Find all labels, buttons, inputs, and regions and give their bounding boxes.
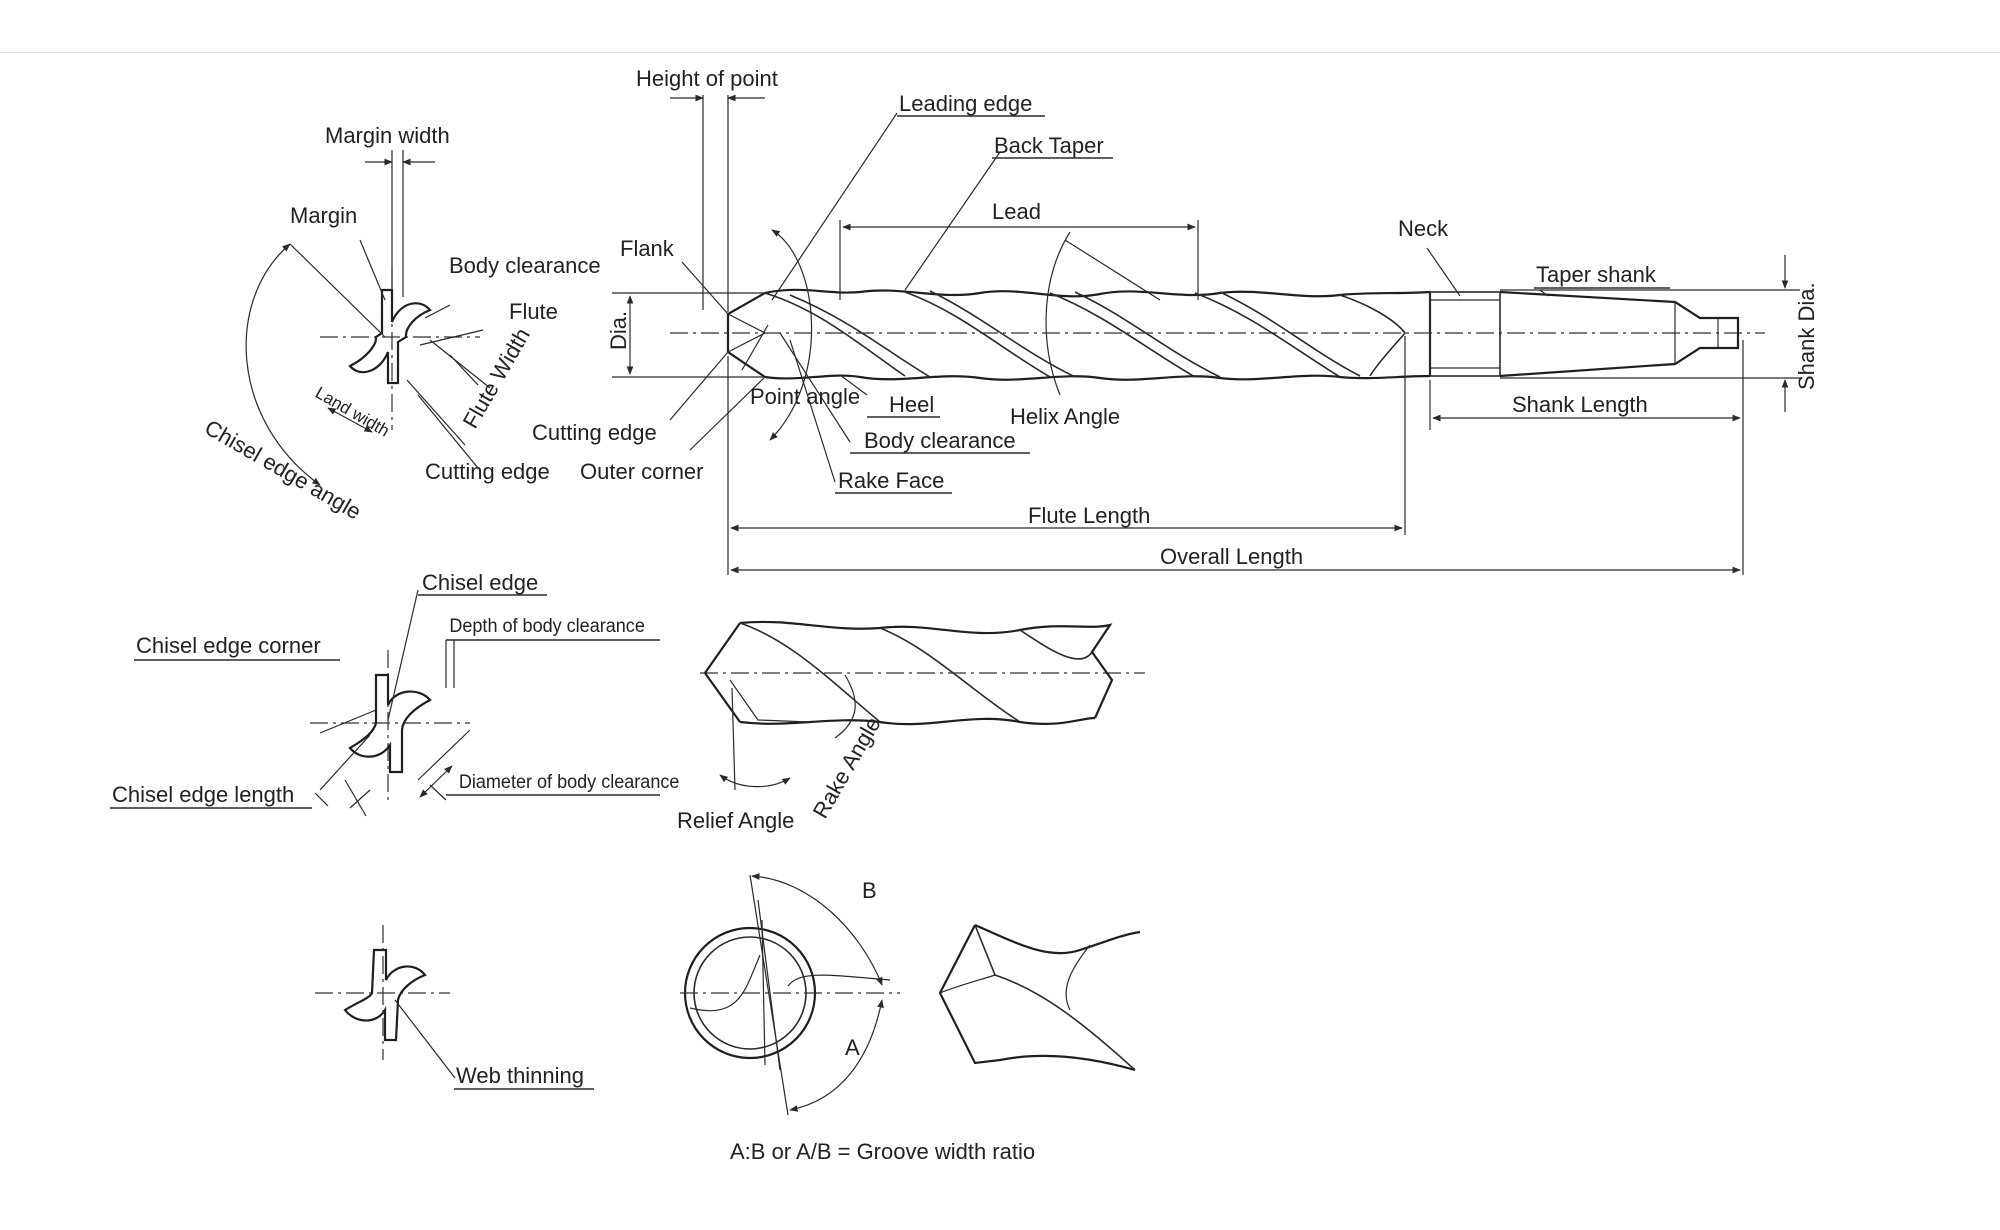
- label-a: A: [845, 1035, 860, 1060]
- main-drill-view: [670, 288, 1765, 381]
- drill-tip-side-view: [938, 923, 1141, 1072]
- label-chisel-edge-length: Chisel edge length: [112, 782, 294, 807]
- label-flank: Flank: [620, 236, 675, 261]
- label-neck: Neck: [1398, 216, 1449, 241]
- label-rake-face: Rake Face: [838, 468, 944, 493]
- label-web-thinning: Web thinning: [456, 1063, 584, 1088]
- label-flute-width: Flute Width: [458, 324, 535, 433]
- label-cutting-edge-main: Cutting edge: [532, 420, 657, 445]
- label-shank-dia: Shank Dia.: [1794, 282, 1819, 390]
- label-lead: Lead: [992, 199, 1041, 224]
- label-flute: Flute: [509, 299, 558, 324]
- label-outer-corner: Outer corner: [580, 459, 704, 484]
- label-relief-angle: Relief Angle: [677, 808, 794, 833]
- label-shank-length: Shank Length: [1512, 392, 1648, 417]
- web-thinning-view: [315, 925, 456, 1079]
- label-margin: Margin: [290, 203, 357, 228]
- label-body-clearance-main: Body clearance: [864, 428, 1016, 453]
- drill-tip-view: [700, 620, 1145, 791]
- label-land-width: Land width: [312, 383, 393, 441]
- label-groove-ratio: A:B or A/B = Groove width ratio: [730, 1139, 1035, 1164]
- end-view-top: [245, 150, 491, 486]
- main-drill-dimensions: [612, 94, 1800, 575]
- label-depth-of-body-clearance: Depth of body clearance: [449, 615, 645, 637]
- label-body-clearance-left: Body clearance: [449, 253, 601, 278]
- label-chisel-edge-corner: Chisel edge corner: [136, 633, 321, 658]
- groove-ratio-view: [680, 873, 900, 1116]
- label-height-of-point: Height of point: [636, 66, 778, 91]
- label-dia: Dia.: [606, 311, 631, 350]
- top-border-bar: [0, 0, 2000, 53]
- label-point-angle: Point angle: [750, 384, 860, 409]
- label-heel: Heel: [889, 392, 934, 417]
- label-overall-length: Overall Length: [1160, 544, 1303, 569]
- label-cutting-edge-left: Cutting edge: [425, 459, 550, 484]
- label-margin-width: Margin width: [325, 123, 450, 148]
- label-flute-length: Flute Length: [1028, 503, 1150, 528]
- label-chisel-edge-angle: Chisel edge angle: [201, 415, 366, 525]
- label-rake-angle: Rake Angle: [808, 713, 886, 823]
- label-taper-shank: Taper shank: [1536, 262, 1657, 287]
- label-chisel-edge: Chisel edge: [422, 570, 538, 595]
- label-helix-angle: Helix Angle: [1010, 404, 1120, 429]
- label-diameter-of-body-clearance: Diameter of body clearance: [459, 771, 680, 793]
- label-back-taper: Back Taper: [994, 133, 1104, 158]
- label-leading-edge: Leading edge: [899, 91, 1032, 116]
- end-view-middle: [310, 589, 471, 817]
- label-b: B: [862, 878, 877, 903]
